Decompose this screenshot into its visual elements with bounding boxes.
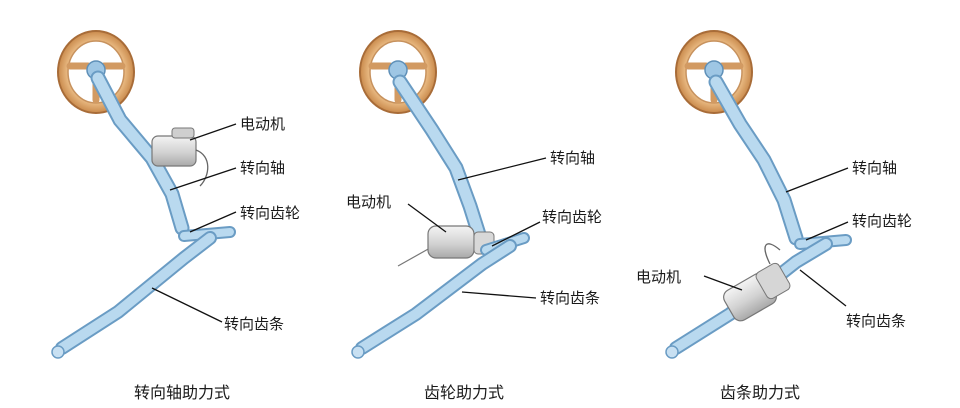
rack-icon	[51, 231, 217, 359]
label-steering-rack: 转向齿条	[540, 289, 600, 307]
leader-pinion	[189, 211, 237, 233]
leader-rack	[461, 291, 537, 299]
label-steering-rack: 转向齿条	[224, 315, 284, 333]
panel-rack-assist: 转向轴 转向齿轮 电动机 转向齿条 齿条助力式	[636, 30, 912, 402]
motor-icon	[151, 127, 209, 187]
label-motor: 电动机	[240, 115, 285, 133]
leader-pinion	[491, 221, 541, 247]
motor-icon	[723, 243, 791, 322]
leader-motor	[703, 275, 743, 291]
steering-wheel-icon	[359, 30, 437, 114]
leader-rack	[799, 269, 847, 307]
steering-wheel-icon	[675, 30, 753, 114]
label-steering-shaft: 转向轴	[240, 159, 285, 177]
label-motor: 电动机	[346, 193, 391, 211]
leader-shaft	[457, 157, 547, 181]
label-steering-rack: 转向齿条	[846, 312, 906, 330]
caption: 转向轴助力式	[134, 383, 230, 402]
leader-pinion	[805, 221, 849, 241]
leader-rack	[151, 287, 223, 323]
leader-shaft	[169, 167, 237, 191]
panel-column-assist: 电动机 转向轴 转向齿轮 转向齿条 转向轴助力式	[51, 30, 300, 402]
leader-shaft	[785, 167, 849, 193]
leader-motor	[189, 123, 237, 141]
label-steering-pinion: 转向齿轮	[852, 212, 912, 230]
label-steering-pinion: 转向齿轮	[542, 208, 602, 226]
rack-icon	[351, 239, 517, 359]
leader-motor	[407, 203, 447, 233]
caption: 齿条助力式	[720, 383, 800, 402]
panel-pinion-assist: 转向轴 电动机 转向齿轮 转向齿条 齿轮助力式	[346, 30, 602, 402]
caption: 齿轮助力式	[424, 383, 504, 402]
label-steering-shaft: 转向轴	[852, 159, 897, 177]
label-motor: 电动机	[636, 268, 681, 286]
label-steering-pinion: 转向齿轮	[240, 204, 300, 222]
label-steering-shaft: 转向轴	[550, 149, 595, 167]
